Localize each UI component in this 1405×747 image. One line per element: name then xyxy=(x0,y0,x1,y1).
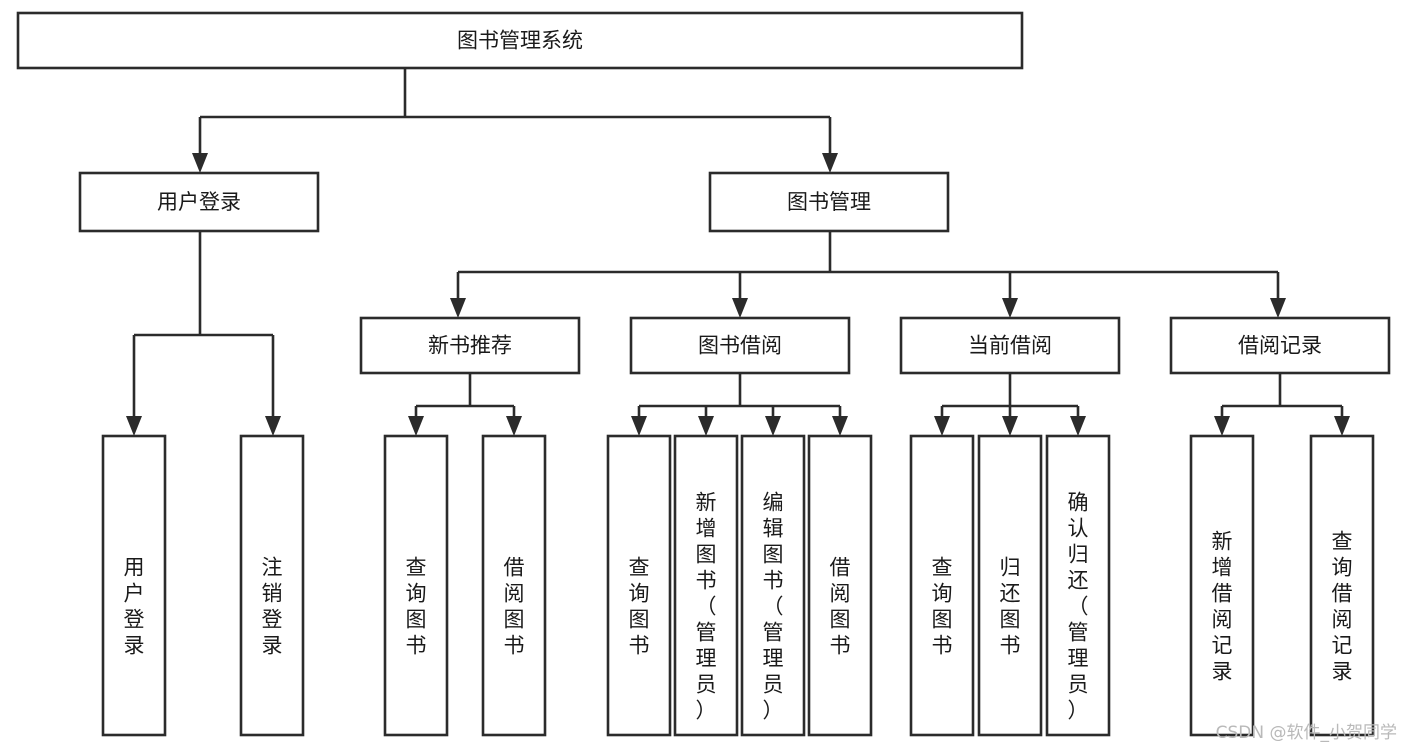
arrow-down-icon-bookmgmt-3 xyxy=(1270,298,1286,318)
arrow-down-icon-l3-0-0 xyxy=(408,416,424,436)
arrow-down-icon-userlogin-0 xyxy=(126,416,142,436)
node-leaf-10[interactable]: 确认归还（管理员） xyxy=(1045,434,1111,737)
node-level2-0[interactable]: 用户登录 xyxy=(78,171,320,233)
node-label-注销登录: 注销登录 xyxy=(262,556,283,658)
node-level3-1[interactable]: 图书借阅 xyxy=(629,316,851,375)
node-box-图书借阅[interactable] xyxy=(629,316,851,375)
node-leaf-6[interactable]: 编辑图书（管理员） xyxy=(740,434,806,737)
nodes-layer: 图书管理系统用户登录图书管理新书推荐图书借阅当前借阅借阅记录用户登录注销登录查询… xyxy=(16,11,1391,737)
node-box-新书推荐[interactable] xyxy=(359,316,581,375)
node-box-注销登录[interactable] xyxy=(239,434,305,737)
node-leaf-7[interactable]: 借阅图书 xyxy=(807,434,873,737)
node-label-当前借阅: 当前借阅 xyxy=(968,334,1052,358)
node-label-新增图书管理员: 新增图书（管理员） xyxy=(696,491,717,723)
arrow-down-icon-l3-1-3 xyxy=(832,416,848,436)
node-label-用户登录: 用户登录 xyxy=(157,190,241,214)
node-box-当前借阅[interactable] xyxy=(899,316,1121,375)
node-box-借阅图书[interactable] xyxy=(807,434,873,737)
node-label-借阅记录: 借阅记录 xyxy=(1238,334,1322,358)
arrow-down-icon-l3-1-0 xyxy=(631,416,647,436)
node-box-用户登录[interactable] xyxy=(78,171,320,233)
node-box-查询图书[interactable] xyxy=(909,434,975,737)
node-box-新增图书管理员[interactable] xyxy=(673,434,739,737)
node-leaf-9[interactable]: 归还图书 xyxy=(977,434,1043,737)
node-box-图书管理[interactable] xyxy=(708,171,950,233)
node-box-归还图书[interactable] xyxy=(977,434,1043,737)
node-label-图书管理系统: 图书管理系统 xyxy=(457,29,583,53)
node-label-借阅图书: 借阅图书 xyxy=(830,556,851,658)
arrow-down-icon-l3-2-2 xyxy=(1070,416,1086,436)
node-label-查询图书: 查询图书 xyxy=(406,556,427,658)
node-leaf-3[interactable]: 借阅图书 xyxy=(481,434,547,737)
node-leaf-8[interactable]: 查询图书 xyxy=(909,434,975,737)
node-level3-2[interactable]: 当前借阅 xyxy=(899,316,1121,375)
node-leaf-1[interactable]: 注销登录 xyxy=(239,434,305,737)
node-label-编辑图书管理员: 编辑图书（管理员） xyxy=(763,491,784,723)
node-leaf-11[interactable]: 新增借阅记录 xyxy=(1189,434,1255,737)
node-leaf-0[interactable]: 用户登录 xyxy=(101,434,167,737)
node-level3-3[interactable]: 借阅记录 xyxy=(1169,316,1391,375)
node-level3-0[interactable]: 新书推荐 xyxy=(359,316,581,375)
node-box-新增借阅记录[interactable] xyxy=(1189,434,1255,737)
node-label-归还图书: 归还图书 xyxy=(1000,556,1021,658)
node-level2-1[interactable]: 图书管理 xyxy=(708,171,950,233)
node-label-用户登录: 用户登录 xyxy=(124,556,145,658)
connectors-layer xyxy=(126,68,1350,436)
node-box-查询图书[interactable] xyxy=(606,434,672,737)
node-box-查询借阅记录[interactable] xyxy=(1309,434,1375,737)
arrow-down-icon-root-1 xyxy=(822,153,838,173)
node-leaf-4[interactable]: 查询图书 xyxy=(606,434,672,737)
node-label-查询借阅记录: 查询借阅记录 xyxy=(1332,530,1353,684)
node-label-查询图书: 查询图书 xyxy=(629,556,650,658)
node-label-新增借阅记录: 新增借阅记录 xyxy=(1212,530,1233,684)
node-label-确认归还管理员: 确认归还（管理员） xyxy=(1068,491,1089,723)
arrow-down-icon-userlogin-1 xyxy=(265,416,281,436)
arrow-down-icon-bookmgmt-1 xyxy=(732,298,748,318)
node-box-编辑图书管理员[interactable] xyxy=(740,434,806,737)
node-box-确认归还管理员[interactable] xyxy=(1045,434,1111,737)
node-box-借阅记录[interactable] xyxy=(1169,316,1391,375)
arrow-down-icon-root-0 xyxy=(192,153,208,173)
node-box-用户登录[interactable] xyxy=(101,434,167,737)
arrow-down-icon-bookmgmt-0 xyxy=(450,298,466,318)
arrow-down-icon-l3-0-1 xyxy=(506,416,522,436)
arrow-down-icon-l3-1-1 xyxy=(698,416,714,436)
arrow-down-icon-l3-3-1 xyxy=(1334,416,1350,436)
node-box-借阅图书[interactable] xyxy=(481,434,547,737)
arrow-down-icon-l3-1-2 xyxy=(765,416,781,436)
node-label-新书推荐: 新书推荐 xyxy=(428,334,512,358)
node-leaf-5[interactable]: 新增图书（管理员） xyxy=(673,434,739,737)
node-label-借阅图书: 借阅图书 xyxy=(504,556,525,658)
node-label-图书借阅: 图书借阅 xyxy=(698,334,782,358)
node-box-图书管理系统[interactable] xyxy=(16,11,1024,70)
node-leaf-12[interactable]: 查询借阅记录 xyxy=(1309,434,1375,737)
node-label-查询图书: 查询图书 xyxy=(932,556,953,658)
node-label-图书管理: 图书管理 xyxy=(787,190,871,214)
arrow-down-icon-l3-2-1 xyxy=(1002,416,1018,436)
node-box-查询图书[interactable] xyxy=(383,434,449,737)
arrow-down-icon-bookmgmt-2 xyxy=(1002,298,1018,318)
node-root-0[interactable]: 图书管理系统 xyxy=(16,11,1024,70)
arrow-down-icon-l3-3-0 xyxy=(1214,416,1230,436)
node-leaf-2[interactable]: 查询图书 xyxy=(383,434,449,737)
csdn-watermark: CSDN @软件_小贺同学 xyxy=(1215,723,1397,743)
arrow-down-icon-l3-2-0 xyxy=(934,416,950,436)
